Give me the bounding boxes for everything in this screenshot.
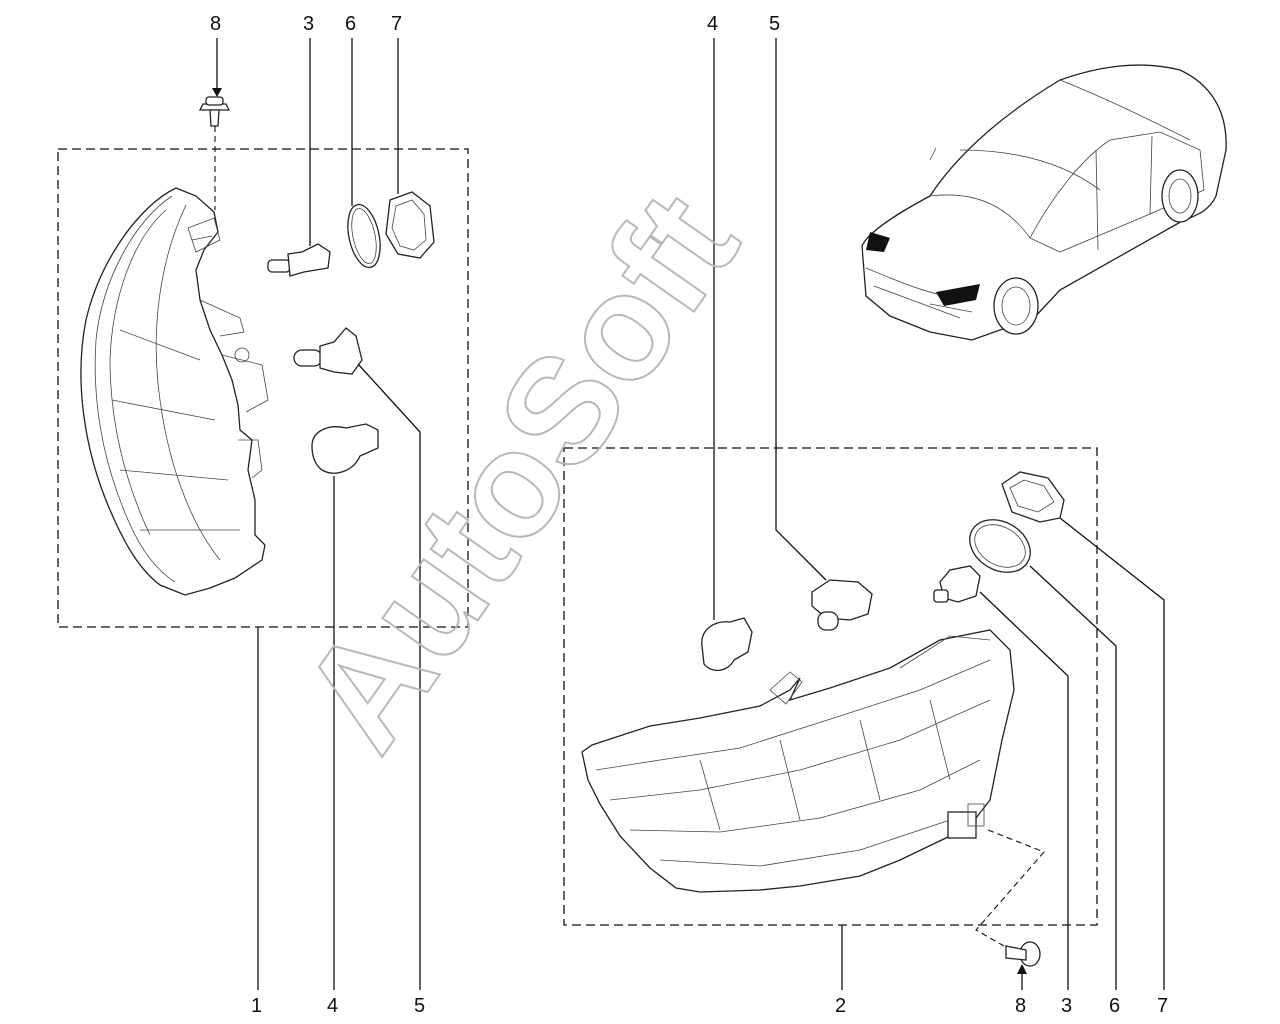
car-illustration	[861, 64, 1227, 341]
callout-left-1: 1	[251, 995, 262, 1017]
right-screw-part-8	[975, 829, 1045, 990]
callout-right-5: 5	[769, 13, 780, 35]
callout-right-6: 6	[1109, 995, 1120, 1017]
callout-left-5b: 5	[414, 995, 425, 1017]
left-assembly-boundary	[57, 148, 469, 628]
left-indicator-bulb-part-4	[311, 423, 379, 990]
callout-left-8: 8	[210, 13, 221, 35]
callout-right-7: 7	[1157, 995, 1168, 1017]
callout-right-4: 4	[707, 13, 718, 35]
callout-labels: 8 3 6 7 4 5 1 4 5 2 8 3 6 7	[210, 13, 1168, 1017]
callout-left-3: 3	[303, 13, 314, 35]
left-cap-part-7	[385, 38, 435, 259]
left-headlight-housing	[80, 187, 269, 596]
right-halogen-bulb-part-5	[775, 38, 873, 631]
right-gasket-part-6	[969, 519, 1117, 990]
car-headlight-highlight-left	[866, 232, 890, 252]
left-halogen-bulb-part-5	[293, 327, 421, 990]
callout-right-8: 8	[1015, 995, 1026, 1017]
right-indicator-bulb-part-4	[701, 38, 753, 671]
right-assembly	[563, 38, 1165, 990]
left-bulb-part-3	[267, 38, 331, 277]
left-assembly	[57, 38, 469, 990]
right-headlight-housing	[581, 629, 1015, 893]
callout-left-6: 6	[345, 13, 356, 35]
callout-right-3: 3	[1061, 995, 1072, 1017]
left-gasket-part-6	[347, 38, 381, 269]
left-screw-part-8	[198, 38, 231, 210]
right-bulb-part-3	[933, 565, 1069, 990]
car-headlight-highlight-right	[936, 284, 980, 306]
right-cap-part-7	[1001, 471, 1165, 990]
right-assembly-boundary	[563, 447, 1098, 926]
callout-left-4b: 4	[327, 995, 338, 1017]
callout-left-7: 7	[391, 13, 402, 35]
callout-right-2: 2	[835, 995, 846, 1017]
